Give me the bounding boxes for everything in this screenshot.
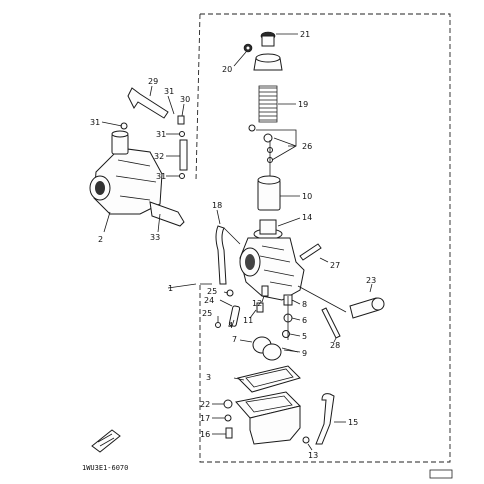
hose-29: [127, 87, 169, 119]
assembly-frame-left-top: [195, 13, 201, 181]
label-12: 12: [252, 299, 262, 308]
body-intake-bore: [245, 254, 255, 270]
bowl-inner: [245, 395, 293, 413]
label-4: 4: [228, 321, 233, 330]
slide-10-top: [257, 175, 281, 185]
label-33: 33: [150, 233, 160, 242]
gasket-outer: [237, 365, 301, 393]
spring-19-body: [258, 85, 278, 123]
cap-assembly: [243, 31, 283, 211]
assembly-frame: [199, 13, 451, 463]
screws-right: [297, 243, 385, 339]
label-18: 18: [212, 201, 222, 210]
screw-28: [321, 307, 341, 339]
label-9: 9: [302, 349, 307, 358]
carburetor-body: [239, 219, 305, 301]
gasket-3: [237, 365, 301, 393]
label-8: 8: [302, 300, 307, 309]
hose-33: [149, 201, 185, 227]
jet-12: [261, 285, 269, 297]
label-17: 17: [200, 414, 210, 423]
label-3: 3: [206, 373, 211, 382]
clip-31c: [179, 173, 185, 179]
screw-27: [299, 243, 322, 261]
jet-11: [256, 302, 264, 313]
label-22: 22: [200, 400, 210, 409]
screw-16: [225, 427, 233, 439]
label-20: 20: [222, 65, 232, 74]
carb-left-body: [93, 147, 163, 215]
label-30: 30: [180, 95, 190, 104]
cap-nut-top: [255, 53, 281, 63]
label-25-upper: 25: [207, 287, 217, 296]
corner-box: [429, 469, 453, 479]
carb-left-bore: [95, 181, 105, 195]
label-27: 27: [330, 261, 340, 270]
label-11: 11: [243, 316, 253, 325]
label-13: 13: [308, 451, 318, 460]
float-bowl: [223, 391, 310, 445]
clip-25b: [215, 322, 221, 328]
carb-left-cap: [111, 130, 129, 138]
label-31-left: 31: [90, 118, 100, 127]
label-31-mid: 31: [156, 130, 166, 139]
catalog-code: 1WU3E1-6070: [82, 464, 128, 472]
label-31-bottom: 31: [156, 172, 166, 181]
label-5: 5: [302, 332, 307, 341]
label-29: 29: [148, 77, 158, 86]
label-21: 21: [300, 30, 310, 39]
leader-lines: [101, 33, 373, 451]
cap-stem: [261, 35, 275, 47]
part-17: [224, 414, 232, 422]
screw-28-axis: [297, 285, 347, 313]
hose-18: [215, 225, 227, 285]
float-b: [262, 343, 282, 361]
label-15: 15: [348, 418, 358, 427]
clip-26-b: [263, 133, 273, 143]
label-14: 14: [302, 213, 312, 222]
bowl-side: [249, 405, 301, 445]
label-23: 23: [366, 276, 376, 285]
label-7: 7: [232, 335, 237, 344]
body-stack: [259, 219, 277, 235]
carb-assembly-left: [89, 87, 188, 227]
bolt-23-head: [371, 297, 385, 311]
emblem-icon: [91, 429, 121, 453]
hose-18-link: [223, 227, 241, 245]
label-31-top: 31: [164, 87, 174, 96]
clip-30: [177, 115, 185, 125]
label-28: 28: [330, 341, 340, 350]
clip-26-a: [248, 124, 256, 132]
body-shading: [259, 245, 295, 287]
label-32: 32: [154, 152, 164, 161]
gasket-inner: [245, 368, 294, 388]
carb-left-detail: [115, 159, 157, 201]
hose-15: [315, 393, 335, 445]
label-16: 16: [200, 430, 210, 439]
tube-32: [179, 139, 188, 171]
screw-13: [302, 436, 310, 444]
label-1: 1: [168, 284, 173, 293]
washer-22: [223, 399, 233, 409]
part-labels: 21 20 19 26 10 14 18 27 23 1 25 12 8 24 …: [82, 30, 376, 472]
label-24: 24: [204, 296, 214, 305]
ring-20-hole: [246, 46, 250, 50]
jets: [256, 285, 299, 353]
float-7: [252, 336, 282, 361]
label-2: 2: [98, 235, 103, 244]
label-19: 19: [298, 100, 308, 109]
label-26: 26: [302, 142, 312, 151]
label-10: 10: [302, 192, 312, 201]
label-6: 6: [302, 316, 307, 325]
label-25-lower: 25: [202, 309, 212, 318]
jet-5: [282, 330, 290, 338]
spring-19: [259, 87, 277, 121]
left-hoses: [215, 225, 241, 328]
clip-31b: [179, 131, 185, 137]
